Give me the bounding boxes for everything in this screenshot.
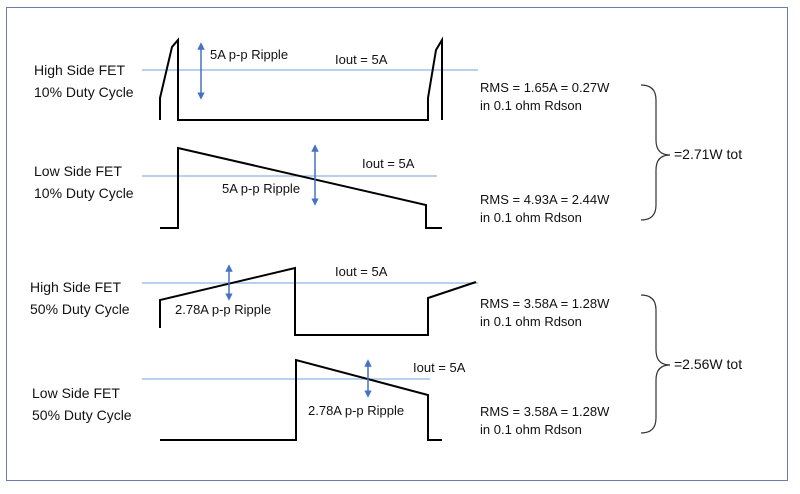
panel4-ripple-label: 2.78A p-p Ripple [308, 403, 405, 418]
waveform-2 [160, 146, 442, 229]
panel2-rms-line1: RMS = 4.93A = 2.44W [480, 192, 610, 207]
panel4-iout-label: Iout = 5A [413, 360, 466, 375]
panel2-iout-label: Iout = 5A [362, 156, 415, 171]
panel3-iout-label: Iout = 5A [335, 264, 388, 279]
panel2-rms-line2: in 0.1 ohm Rdson [480, 210, 582, 225]
panel4-rms-line2: in 0.1 ohm Rdson [480, 422, 582, 437]
panel2-label-line2: 10% Duty Cycle [34, 185, 134, 201]
waveform-4 [160, 358, 442, 441]
brace-bottom [640, 294, 671, 434]
panel1-rms-line2: in 0.1 ohm Rdson [480, 98, 582, 113]
panel1-label-line1: High Side FET [34, 62, 126, 78]
diagram-frame [6, 7, 788, 481]
panel1-rms-line1: RMS = 1.65A = 0.27W [480, 80, 610, 95]
panel4-label-line1: Low Side FET [32, 385, 120, 401]
panel4-rms-line1: RMS = 3.58A = 1.28W [480, 404, 610, 419]
panel4-label-line2: 50% Duty Cycle [32, 407, 132, 423]
total-bottom: =2.56W tot [674, 356, 743, 372]
brace-top [640, 84, 671, 221]
panel3-rms-line2: in 0.1 ohm Rdson [480, 314, 582, 329]
panel3-ripple-label: 2.78A p-p Ripple [175, 302, 272, 317]
panel3-label-line1: High Side FET [30, 279, 122, 295]
panel2-label-line1: Low Side FET [34, 163, 122, 179]
panel1-iout-label: Iout = 5A [335, 52, 388, 67]
total-top: =2.71W tot [674, 146, 743, 162]
panel1-ripple-label: 5A p-p Ripple [210, 47, 289, 62]
panel3-label-line2: 50% Duty Cycle [30, 301, 130, 317]
panel2-ripple-label: 5A p-p Ripple [222, 181, 301, 196]
panel1-label-line2: 10% Duty Cycle [34, 84, 134, 100]
panel3-rms-line1: RMS = 3.58A = 1.28W [480, 296, 610, 311]
waveform-1 [159, 36, 443, 121]
waveform-3 [159, 266, 477, 336]
